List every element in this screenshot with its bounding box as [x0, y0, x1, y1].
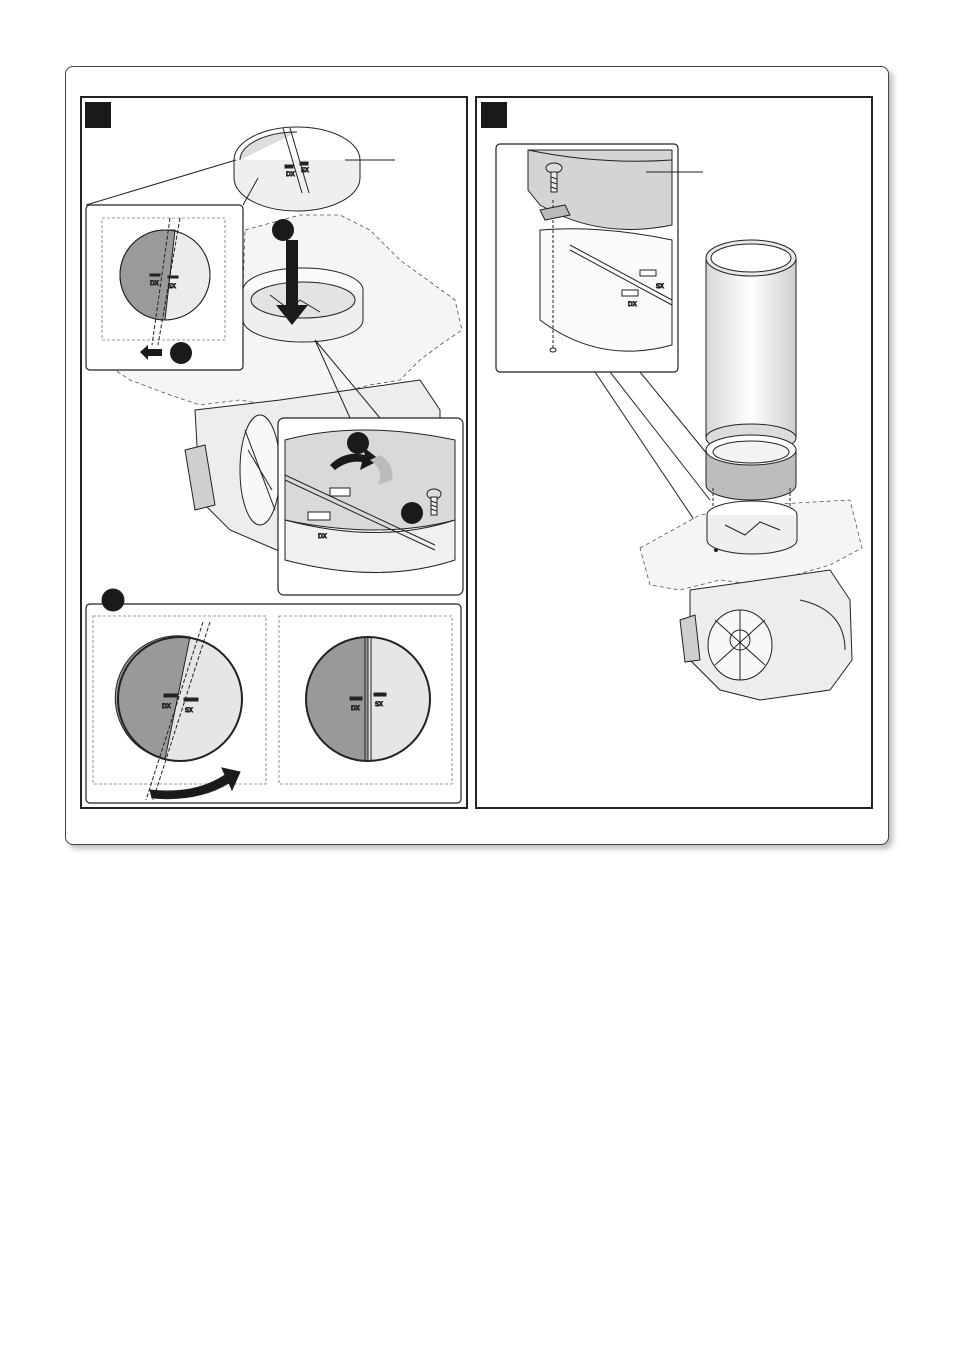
flap-label-dx-right: DX [628, 301, 637, 308]
flap-label-sx-inset: SX [168, 283, 176, 290]
flap-label-sx-bottom-b: SX [375, 701, 383, 708]
flap-label-dx-inset: DX [150, 280, 159, 287]
base-ring-right [707, 501, 797, 554]
inset-collar-screw: SX DX [496, 144, 703, 372]
flap-label-dx-top: DX [286, 171, 295, 178]
inset-alignment-top: DX SX [86, 160, 258, 370]
duct-pipe [706, 240, 796, 452]
flap-label-dx-bottom-b: DX [351, 705, 360, 712]
fan-motor-right [680, 570, 852, 700]
flap-label-sx-top: SX [301, 167, 309, 174]
inset-rotation-compare: DX SX DX SX [86, 589, 461, 803]
flap-label-sx-right: SX [656, 283, 664, 290]
screw-hole-dot [714, 548, 718, 552]
check-valve-top-left: DX SX [234, 127, 395, 211]
flap-label-dx-inset2: DX [318, 533, 327, 540]
flap-label-sx-bottom-a: SX [185, 707, 193, 714]
flap-label-dx-bottom-a: DX [162, 703, 171, 710]
